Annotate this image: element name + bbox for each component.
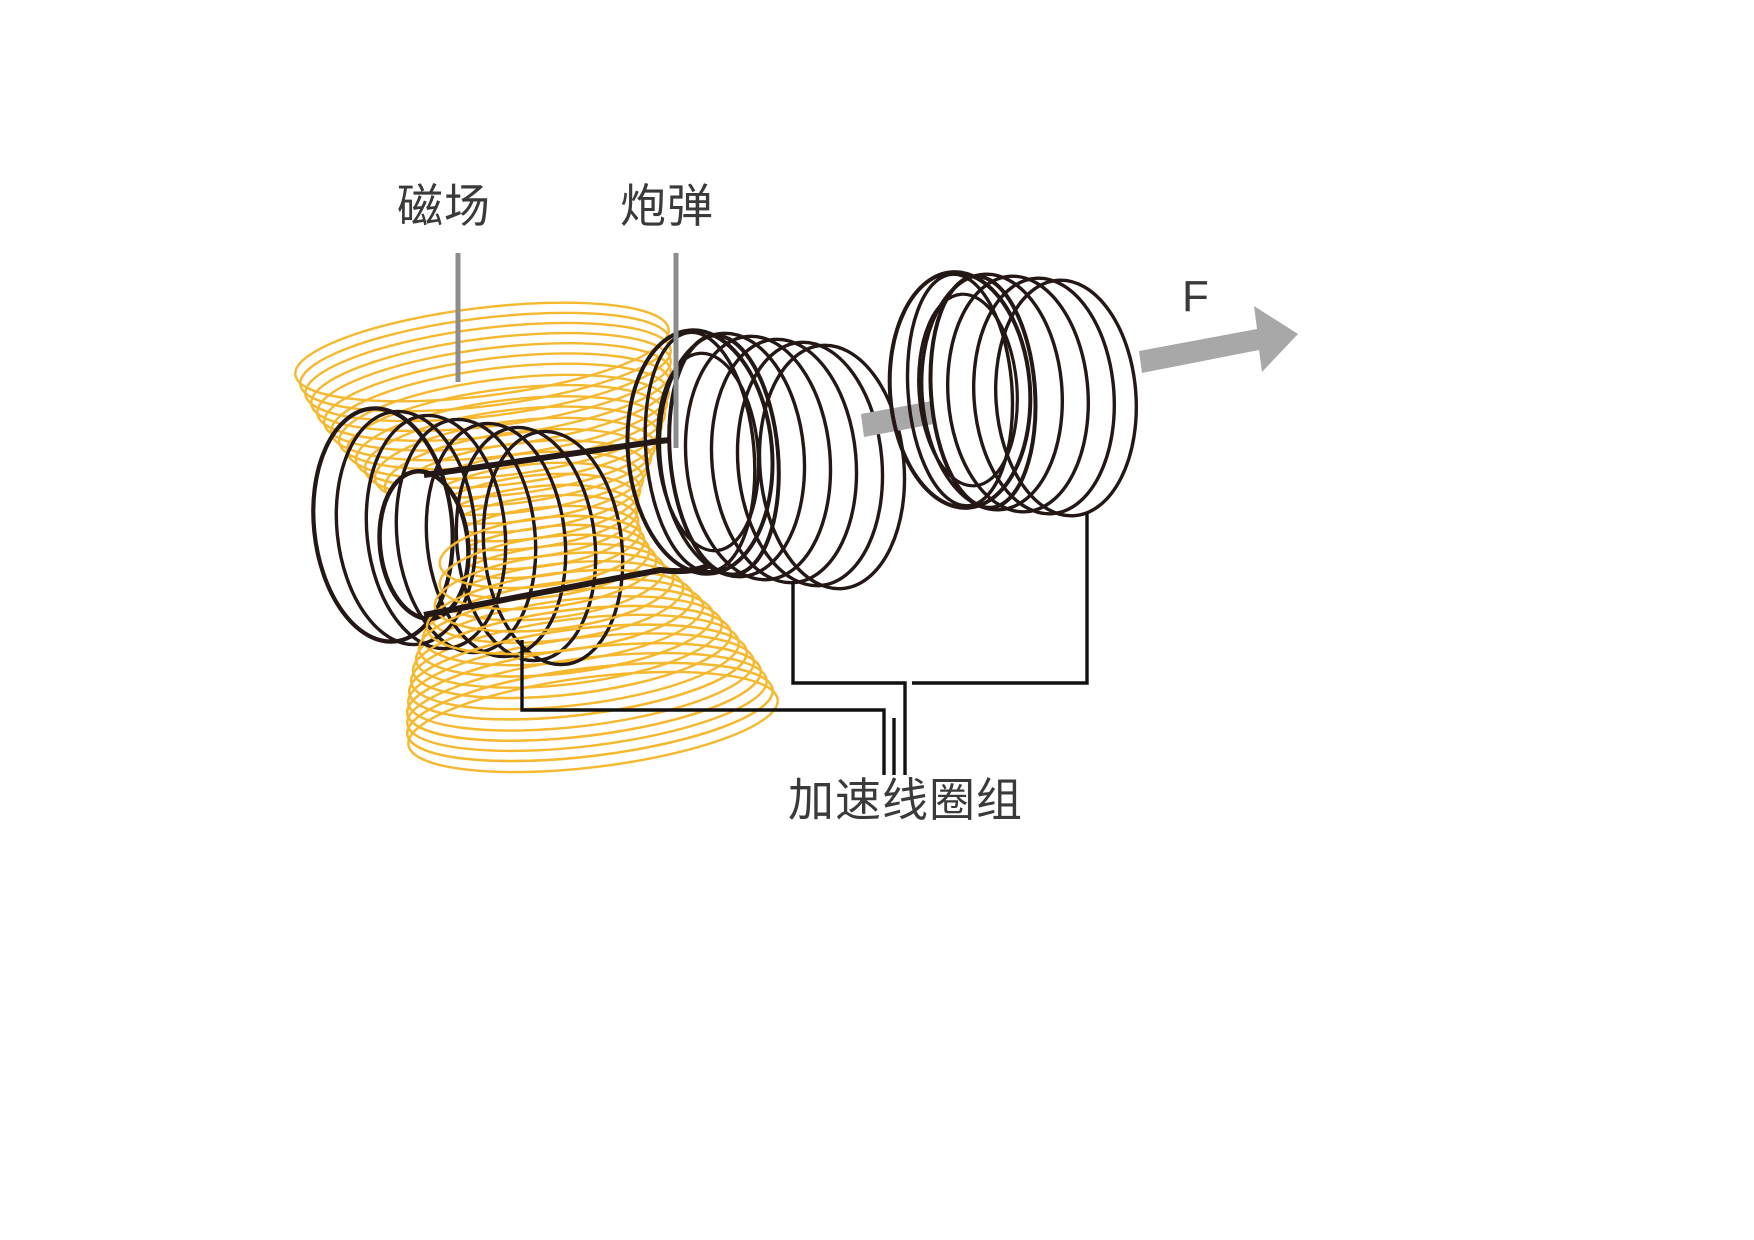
coil-1-energized: [311, 406, 625, 667]
label-magnetic-field: 磁场: [397, 180, 491, 232]
label-projectile: 炮弹: [620, 180, 714, 232]
leader-coil-brackets: [520, 512, 1089, 775]
label-coil-group: 加速线圈组: [788, 774, 1023, 826]
force-arrow: [1139, 306, 1298, 373]
coil-3: [887, 270, 1139, 518]
label-force-f: F: [1182, 272, 1209, 321]
magnetic-field-lines-front: [406, 514, 774, 763]
